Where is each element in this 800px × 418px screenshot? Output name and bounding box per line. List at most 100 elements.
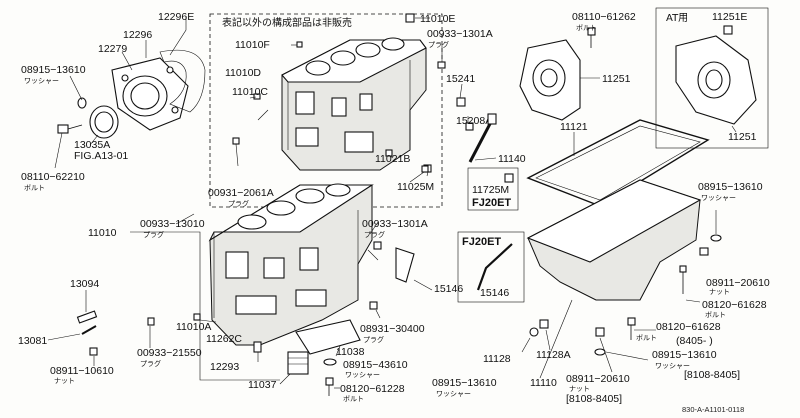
oil-strainer[interactable] — [395, 247, 415, 283]
bolt-icon[interactable] — [81, 325, 97, 335]
hex-plug-icon[interactable] — [723, 25, 733, 35]
upper-cylinder-block[interactable] — [281, 37, 427, 171]
retainer-gasket[interactable] — [159, 49, 206, 113]
washer-icon[interactable] — [77, 97, 87, 109]
label-11251e: 11251E — [712, 11, 747, 23]
label-11025m: 11025M — [397, 181, 434, 193]
hex-plug-icon[interactable] — [437, 61, 446, 69]
label-11262c: 11262C — [206, 333, 242, 345]
label-00933-1301a-mid: 00933−1301A — [362, 218, 428, 230]
label-washer-d: ワッシャー — [436, 390, 471, 398]
label-washer-b: ワッシャー — [701, 194, 736, 202]
label-08915-13610-a: 08915−13610 — [21, 64, 86, 76]
bolt-icon[interactable] — [679, 265, 687, 294]
bolt-icon[interactable] — [253, 341, 262, 353]
hex-plug-icon[interactable] — [296, 41, 303, 48]
bearing-beam[interactable] — [295, 319, 361, 355]
note-text: 表記以外の構成部品は非販売 — [222, 16, 352, 29]
bolt-icon[interactable] — [325, 377, 334, 396]
label-15146-a: 15146 — [434, 283, 463, 295]
dipstick-tube[interactable] — [468, 113, 497, 163]
label-08911-10610: 08911−10610 — [50, 365, 114, 377]
label-08911-20610-b: 08911−20610 — [566, 373, 630, 385]
label-11010e: 11010E — [420, 13, 455, 25]
label-bolt-d: ボルト — [636, 334, 657, 342]
strainer-pipe[interactable] — [476, 243, 513, 291]
label-08120-61628-a: 08120−61628 — [702, 299, 767, 311]
label-bolt-a: ボルト — [24, 184, 45, 192]
label-washer-a: ワッシャー — [24, 77, 59, 85]
label-12296: 12296 — [123, 29, 152, 41]
label-range-a: [8108-8405] — [566, 393, 622, 405]
nut-icon[interactable] — [699, 247, 709, 256]
label-08931-30400: 08931−30400 — [360, 323, 425, 335]
label-08915-13610-b: 08915−13610 — [698, 181, 763, 193]
label-11010: 11010 — [88, 227, 117, 239]
label-bolt-b: ボルト — [705, 311, 726, 319]
label-08915-13610-e: 08915−13610 — [652, 349, 717, 361]
label-plug-top: プラグ — [428, 40, 449, 49]
label-15241: 15241 — [446, 73, 475, 85]
label-plug-f: プラグ — [363, 335, 384, 344]
label-plug-c: プラグ — [143, 230, 164, 239]
label-08110-61262: 08110−61262 — [572, 11, 636, 23]
rear-plate[interactable] — [519, 39, 581, 121]
rear-seal-retainer[interactable] — [111, 57, 189, 131]
label-nut-b: ナット — [54, 377, 75, 385]
hex-plug-icon[interactable] — [373, 241, 382, 250]
hex-plug-icon[interactable] — [385, 149, 393, 157]
label-11010a: 11010A — [176, 321, 211, 333]
plug-icon[interactable] — [504, 173, 514, 183]
nut-icon[interactable] — [89, 347, 98, 356]
bolt-icon[interactable] — [193, 313, 201, 321]
label-15208a: 15208A — [456, 115, 492, 127]
hex-plug-icon[interactable] — [405, 13, 415, 23]
at-box — [655, 7, 769, 149]
oil-seal[interactable] — [89, 105, 119, 139]
label-11128a: 11128A — [536, 349, 571, 361]
washer-icon[interactable] — [710, 234, 722, 242]
washer-icon[interactable] — [323, 358, 337, 366]
cap-icon[interactable] — [287, 351, 309, 375]
label-11251-a: 11251 — [602, 73, 631, 85]
label-08120-61628-b: 08120−61628 — [656, 321, 721, 333]
label-plug-b: プラグ — [228, 199, 249, 208]
label-12293: 12293 — [210, 361, 239, 373]
label-00931-2061a: 00931−2061A — [208, 187, 274, 199]
bolt-icon[interactable] — [57, 124, 83, 134]
washer-icon[interactable] — [529, 327, 539, 337]
label-nut-c: ナット — [569, 385, 590, 393]
bolt-icon[interactable] — [253, 93, 261, 100]
label-11725m: 11725M — [472, 184, 509, 196]
label-00933-1301a-top: 00933−1301A — [427, 28, 493, 40]
label-range-c: [8108-8405] — [684, 369, 740, 381]
drain-plug[interactable] — [539, 319, 549, 329]
label-13081: 13081 — [18, 335, 47, 347]
oil-pan[interactable] — [526, 179, 702, 301]
label-08911-20610-a: 08911−20610 — [706, 277, 770, 289]
label-08915-43610: 08915−43610 — [343, 359, 408, 371]
label-11140: 11140 — [498, 153, 526, 165]
label-11010d: 11010D — [225, 67, 261, 79]
plug-icon[interactable] — [465, 122, 474, 131]
at-rear-plate[interactable] — [675, 35, 757, 125]
label-11037: 11037 — [248, 379, 277, 391]
hex-plug-icon[interactable] — [369, 301, 378, 310]
bolt-icon[interactable] — [627, 317, 636, 340]
bolt-icon[interactable] — [76, 310, 98, 324]
plug-icon[interactable] — [456, 97, 466, 107]
hex-plug-icon[interactable] — [232, 137, 240, 145]
oil-pan-gasket[interactable] — [526, 119, 710, 207]
cylinder-block[interactable] — [208, 183, 374, 346]
label-nut-a: ナット — [709, 288, 730, 296]
bolt-icon[interactable] — [587, 27, 596, 48]
fj20et-box-b — [457, 231, 525, 303]
label-fj20et-b: FJ20ET — [462, 236, 501, 248]
label-11110: 11110 — [530, 377, 557, 389]
plug-icon[interactable] — [421, 165, 429, 173]
nut-icon[interactable] — [595, 327, 605, 337]
washer-icon[interactable] — [594, 348, 606, 356]
hex-plug-icon[interactable] — [147, 317, 155, 326]
fj20et-box-a — [467, 167, 519, 211]
label-11121: 11121 — [560, 121, 588, 133]
